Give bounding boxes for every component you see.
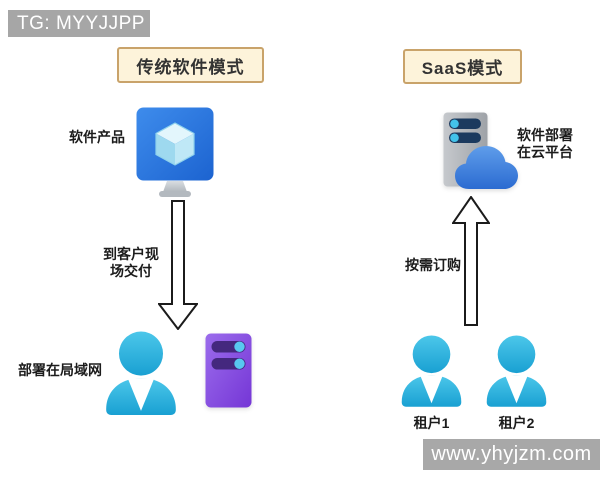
software-product-label: 软件产品 — [69, 129, 125, 145]
toggle-switch-icon — [211, 358, 246, 370]
tenant1-user-icon — [401, 335, 462, 407]
subscribe-up-arrow-icon — [452, 196, 490, 326]
cloud-deploy-line1: 软件部署 — [517, 127, 573, 143]
monitor-stand-base — [159, 191, 191, 197]
delivery-down-arrow-icon — [158, 200, 198, 330]
delivery-method-label: 到客户现 场交付 — [97, 246, 165, 280]
tenant1-label: 租户1 — [413, 415, 450, 431]
person-collar — [505, 375, 528, 404]
tenant2-label: 租户2 — [498, 415, 535, 431]
delivery-method-line2: 场交付 — [110, 263, 152, 279]
traditional-mode-title: 传统软件模式 — [117, 47, 264, 83]
lan-server-icon — [205, 333, 252, 408]
person-collar — [127, 378, 155, 411]
watermark-bar: www.yhyjzm.com — [423, 439, 600, 470]
subscribe-label: 按需订购 — [405, 257, 461, 273]
person-head — [412, 335, 451, 374]
cube-icon — [155, 122, 195, 166]
tenant2-user-icon — [486, 335, 547, 407]
deploy-lan-label: 部署在局域网 — [18, 362, 102, 378]
delivery-method-line1: 到客户现 — [103, 246, 159, 262]
toggle-switch-icon — [211, 341, 246, 353]
software-monitor-icon — [136, 107, 214, 197]
person-head — [118, 331, 164, 376]
toggle-switch-icon — [449, 118, 481, 129]
monitor-stand-neck — [163, 181, 187, 192]
person-head — [497, 335, 536, 374]
cloud-deploy-line2: 在云平台 — [517, 144, 573, 160]
tg-badge: TG: MYYJJPP — [8, 10, 150, 37]
person-collar — [420, 375, 443, 404]
cloud-deploy-label: 软件部署 在云平台 — [517, 127, 573, 161]
lan-user-icon — [106, 331, 176, 415]
toggle-switch-icon — [449, 132, 481, 143]
saas-mode-title: SaaS模式 — [403, 49, 522, 84]
cloud-server-icon — [443, 112, 518, 189]
cloud-icon — [455, 146, 518, 189]
